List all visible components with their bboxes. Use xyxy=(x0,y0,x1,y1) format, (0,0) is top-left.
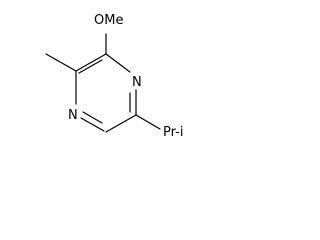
bond-c3-methyl xyxy=(45,53,77,72)
bond-n4-c5-inner xyxy=(82,111,103,124)
methoxy-label: OMe xyxy=(94,13,123,28)
bond-c3-c3-inner xyxy=(78,59,103,74)
bond-c6-isopropyl xyxy=(135,114,161,130)
ring-nitrogen-upper-label: N xyxy=(132,75,142,90)
bond-n4-c5 xyxy=(80,117,105,132)
isopropyl-label: Pr-i xyxy=(163,125,183,140)
molecule-structure-diagram: OMe N N Pr-i xyxy=(45,13,183,140)
bond-c5-c6 xyxy=(105,114,137,133)
bond-c2-c3 xyxy=(75,53,107,72)
bond-n1-c2 xyxy=(105,53,131,73)
ring-nitrogen-lower-label: N xyxy=(68,108,78,123)
